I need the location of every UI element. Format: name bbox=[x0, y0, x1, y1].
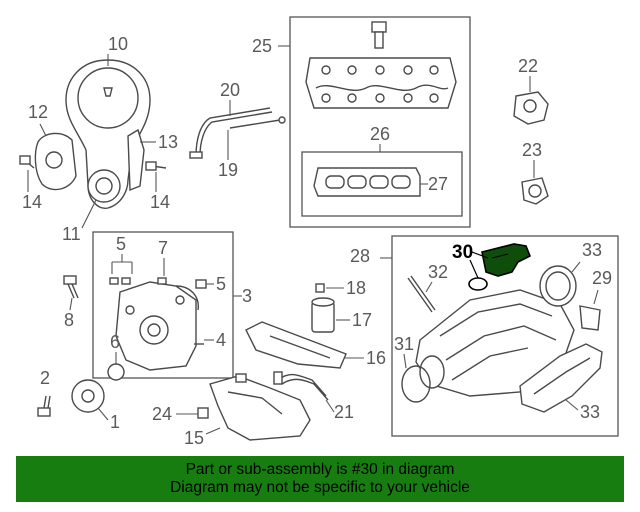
callout-20: 20 bbox=[220, 80, 240, 100]
intake-manifold bbox=[415, 289, 575, 397]
callout-24: 24 bbox=[152, 404, 172, 424]
part-23 bbox=[521, 177, 549, 205]
timing-cover-box bbox=[92, 231, 234, 379]
windage-tray bbox=[245, 321, 347, 369]
valve-cover-box bbox=[289, 16, 471, 228]
crank-damper bbox=[71, 379, 105, 413]
timing-cover bbox=[107, 277, 207, 381]
valve-cover bbox=[305, 21, 457, 109]
bolt-8 bbox=[63, 275, 79, 299]
gasket-33-bottom bbox=[519, 343, 603, 413]
part-22 bbox=[513, 91, 549, 125]
callout-4: 4 bbox=[216, 330, 226, 350]
callout-22: 22 bbox=[518, 56, 538, 76]
callout-16: 16 bbox=[366, 348, 386, 368]
callout-21: 21 bbox=[334, 402, 354, 422]
oil-filter bbox=[311, 283, 335, 333]
banner-line-1: Part or sub-assembly is #30 in diagram bbox=[185, 461, 455, 478]
callout-26: 26 bbox=[370, 124, 390, 144]
callout-30: 30 bbox=[452, 242, 473, 263]
callout-17: 17 bbox=[352, 310, 372, 330]
callout-23: 23 bbox=[522, 140, 542, 160]
callout-33-bottom: 33 bbox=[580, 402, 600, 422]
callout-3: 3 bbox=[242, 286, 252, 306]
callout-28: 28 bbox=[350, 246, 370, 266]
callout-27: 27 bbox=[428, 174, 448, 194]
callout-5-right: 5 bbox=[216, 274, 226, 294]
throttle-seal-31 bbox=[401, 365, 431, 403]
intake-manifold-box bbox=[391, 235, 619, 437]
banner-line-2: Diagram may not be specific to your vehi… bbox=[170, 479, 470, 496]
timing-chain-group bbox=[19, 59, 167, 209]
callout-18: 18 bbox=[346, 278, 366, 298]
callout-7: 7 bbox=[158, 238, 168, 258]
gasket-box bbox=[301, 151, 463, 217]
parts-diagram: 10 12 13 14 14 11 20 19 25 26 bbox=[19, 16, 619, 448]
info-banner: Part or sub-assembly is #30 in diagram D… bbox=[16, 456, 624, 502]
callout-12: 12 bbox=[28, 102, 48, 122]
callout-31: 31 bbox=[394, 334, 414, 354]
callout-6: 6 bbox=[110, 332, 120, 352]
callout-32: 32 bbox=[428, 262, 448, 282]
bolt-2 bbox=[37, 395, 51, 417]
callout-14-right: 14 bbox=[150, 192, 170, 212]
part-29 bbox=[579, 305, 601, 331]
callout-1: 1 bbox=[110, 412, 120, 432]
part-30-highlighted bbox=[468, 243, 532, 291]
callout-5-top: 5 bbox=[116, 234, 126, 254]
callout-15: 15 bbox=[184, 428, 204, 448]
callout-25: 25 bbox=[252, 36, 272, 56]
drain-plug-24 bbox=[197, 407, 209, 419]
callout-2: 2 bbox=[40, 368, 50, 388]
callout-10: 10 bbox=[108, 34, 128, 54]
dipstick-group bbox=[189, 107, 286, 159]
seal-33-top bbox=[539, 265, 577, 307]
valve-cover-gasket bbox=[313, 167, 421, 197]
callout-8: 8 bbox=[64, 310, 74, 330]
pickup-tube-21 bbox=[273, 371, 329, 401]
callout-19: 19 bbox=[218, 160, 238, 180]
callout-11: 11 bbox=[62, 224, 81, 244]
callout-13: 13 bbox=[158, 132, 178, 152]
callout-33-top: 33 bbox=[582, 240, 602, 260]
callout-29: 29 bbox=[592, 268, 612, 288]
oil-pan bbox=[209, 373, 311, 441]
stud-32 bbox=[407, 275, 436, 313]
callout-14-left: 14 bbox=[22, 192, 42, 212]
